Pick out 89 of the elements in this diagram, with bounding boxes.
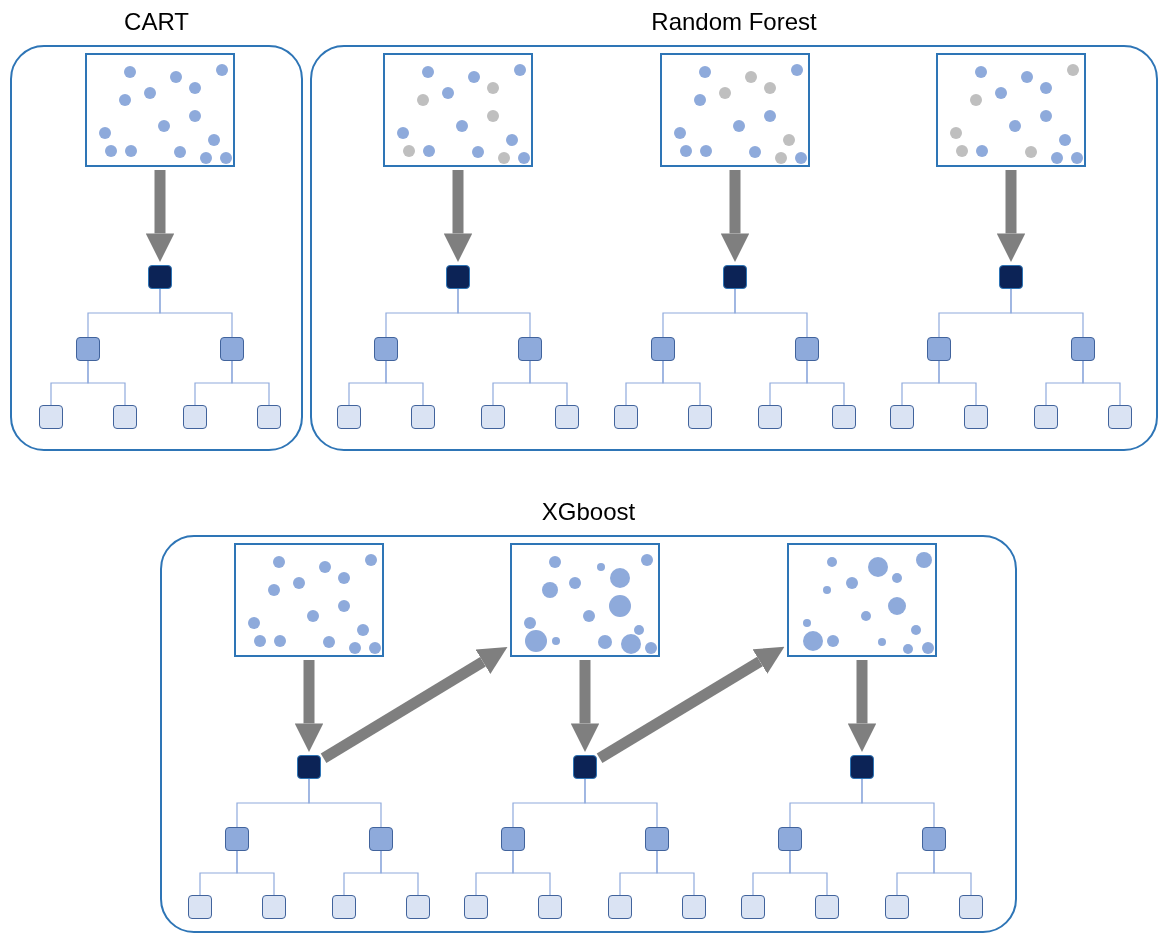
data-sample-panel — [787, 543, 937, 657]
tree-branch-line — [1010, 288, 1084, 338]
tree-root-node — [297, 755, 321, 779]
tree-root-node — [446, 265, 470, 289]
tree-leaf-node — [832, 405, 856, 429]
tree-leaf-node — [1034, 405, 1058, 429]
data-sample-panel — [383, 53, 533, 167]
tree-root-node — [850, 755, 874, 779]
tree-leaf-node — [614, 405, 638, 429]
tree-leaf-node — [188, 895, 212, 919]
data-sample-panel — [660, 53, 810, 167]
arrow — [443, 170, 473, 262]
tree-branch-line — [231, 360, 270, 406]
tree-root-node — [573, 755, 597, 779]
tree-leaf-node — [39, 405, 63, 429]
tree-leaf-node — [332, 895, 356, 919]
tree-branch-line — [512, 850, 551, 896]
tree-root-node — [148, 265, 172, 289]
group-heading: XGboost — [540, 497, 637, 527]
tree-leaf-node — [741, 895, 765, 919]
tree-leaf-node — [608, 895, 632, 919]
tree-branch-line — [308, 778, 382, 828]
arrow — [847, 660, 877, 752]
tree-split-node — [518, 337, 542, 361]
tree-leaf-node — [555, 405, 579, 429]
arrow — [596, 646, 785, 763]
data-sample-panel — [85, 53, 235, 167]
tree-split-node — [369, 827, 393, 851]
tree-branch-line — [734, 288, 808, 338]
tree-split-node — [374, 337, 398, 361]
tree-leaf-node — [885, 895, 909, 919]
tree-split-node — [76, 337, 100, 361]
arrow — [320, 646, 508, 763]
group-heading: CART — [123, 7, 190, 37]
tree-leaf-node — [890, 405, 914, 429]
arrow — [145, 170, 175, 262]
tree-branch-line — [584, 778, 658, 828]
tree-branch-line — [933, 850, 972, 896]
tree-leaf-node — [406, 895, 430, 919]
data-sample-panel — [234, 543, 384, 657]
tree-branch-line — [457, 288, 531, 338]
tree-leaf-node — [262, 895, 286, 919]
tree-root-node — [723, 265, 747, 289]
data-sample-panel — [936, 53, 1086, 167]
tree-branch-line — [380, 850, 419, 896]
tree-leaf-node — [1108, 405, 1132, 429]
tree-branch-line — [938, 360, 977, 406]
tree-leaf-node — [464, 895, 488, 919]
tree-branch-line — [385, 360, 424, 406]
tree-split-node — [651, 337, 675, 361]
tree-branch-line — [806, 360, 845, 406]
tree-branch-line — [159, 288, 233, 338]
tree-branch-line — [87, 360, 126, 406]
tree-leaf-node — [682, 895, 706, 919]
tree-split-node — [645, 827, 669, 851]
tree-split-node — [795, 337, 819, 361]
group-heading: Random Forest — [650, 7, 818, 37]
tree-leaf-node — [183, 405, 207, 429]
data-sample-panel — [510, 543, 660, 657]
tree-leaf-node — [964, 405, 988, 429]
tree-leaf-node — [481, 405, 505, 429]
arrow — [570, 660, 600, 752]
tree-leaf-node — [758, 405, 782, 429]
tree-branch-line — [1082, 360, 1121, 406]
tree-branch-line — [529, 360, 568, 406]
arrow — [294, 660, 324, 752]
tree-branch-line — [789, 850, 828, 896]
tree-leaf-node — [959, 895, 983, 919]
tree-split-node — [501, 827, 525, 851]
tree-branch-line — [861, 778, 935, 828]
tree-split-node — [1071, 337, 1095, 361]
tree-leaf-node — [688, 405, 712, 429]
tree-branch-line — [236, 850, 275, 896]
tree-branch-line — [656, 850, 695, 896]
tree-leaf-node — [411, 405, 435, 429]
tree-split-node — [927, 337, 951, 361]
tree-split-node — [778, 827, 802, 851]
tree-leaf-node — [113, 405, 137, 429]
tree-root-node — [999, 265, 1023, 289]
tree-split-node — [922, 827, 946, 851]
tree-leaf-node — [815, 895, 839, 919]
tree-split-node — [225, 827, 249, 851]
tree-leaf-node — [538, 895, 562, 919]
tree-branch-line — [662, 360, 701, 406]
tree-split-node — [220, 337, 244, 361]
tree-leaf-node — [337, 405, 361, 429]
arrow — [996, 170, 1026, 262]
arrow — [720, 170, 750, 262]
tree-leaf-node — [257, 405, 281, 429]
